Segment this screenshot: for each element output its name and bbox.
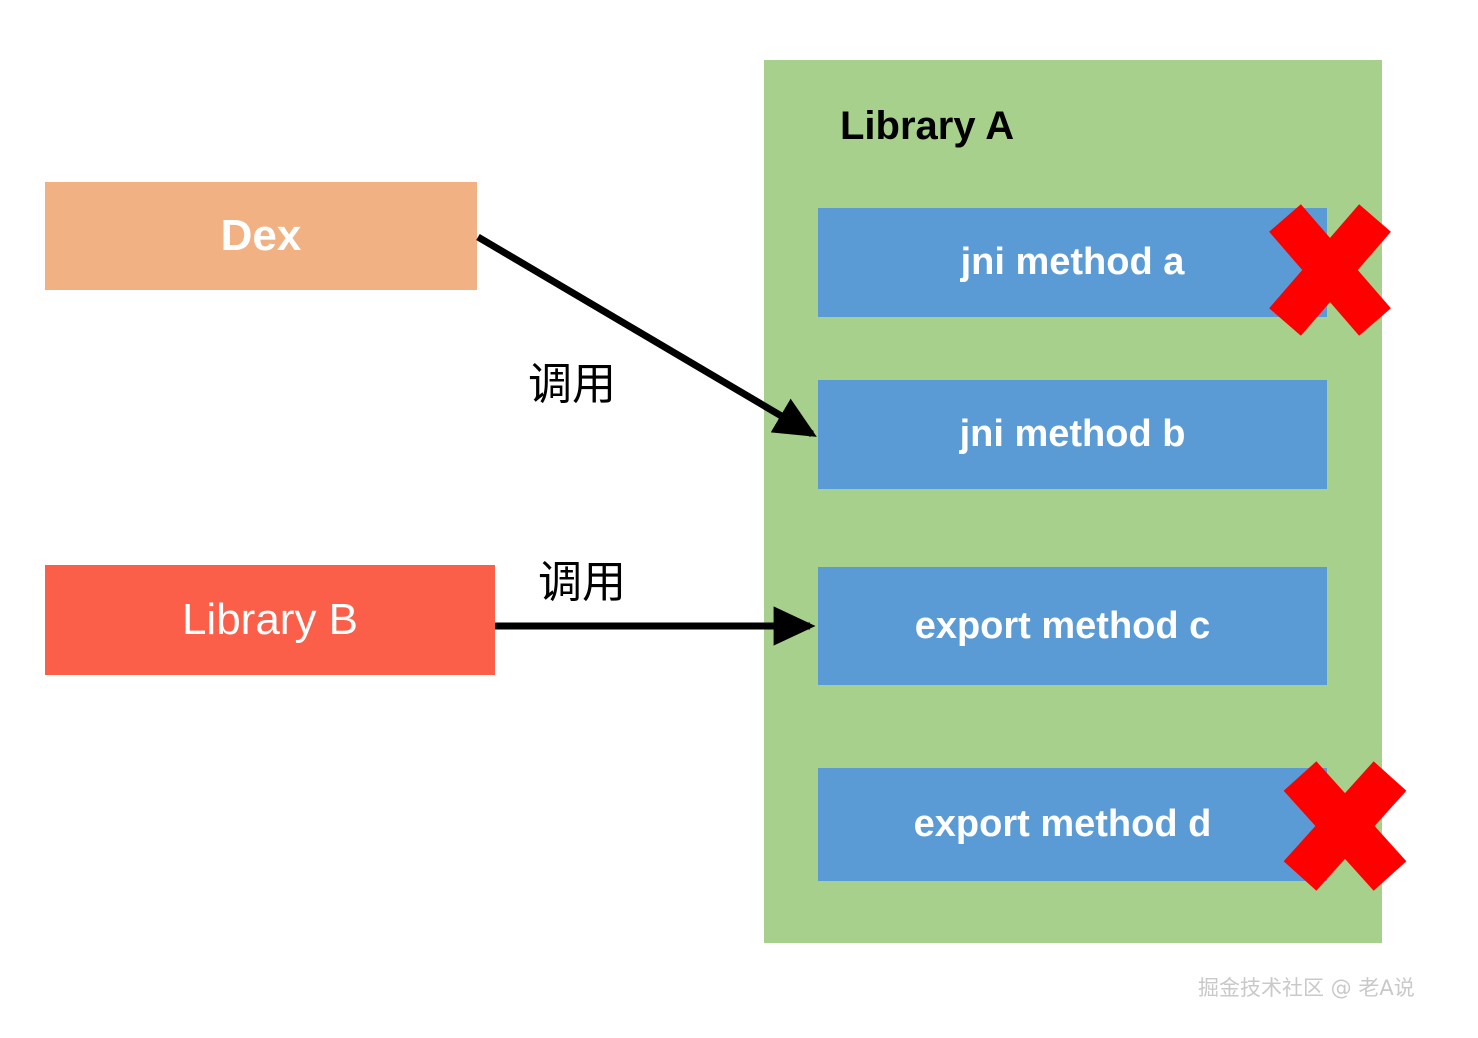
method-label: export method c [914, 604, 1211, 647]
library-b-box[interactable]: Library B [45, 565, 495, 675]
arrow-label-call-library-b: 调用 [538, 557, 626, 608]
watermark: 掘金技术社区 @ 老A说 [1198, 976, 1415, 1000]
library-a-title: Library A [840, 104, 1015, 148]
library-b-label: Library B [181, 595, 359, 644]
method-box-export-method-d[interactable]: export method d [818, 768, 1327, 881]
arrow-label-call-dex: 调用 [528, 359, 616, 410]
dex-label: Dex [220, 211, 302, 260]
method-box-export-method-c[interactable]: export method c [818, 567, 1327, 685]
method-box-jni-method-b[interactable]: jni method b [818, 380, 1327, 489]
dex-box[interactable]: Dex [45, 182, 477, 290]
method-label: export method d [913, 803, 1212, 845]
method-label: jni method a [960, 241, 1185, 283]
method-label: jni method b [959, 413, 1186, 455]
method-box-jni-method-a[interactable]: jni method a [818, 208, 1327, 317]
